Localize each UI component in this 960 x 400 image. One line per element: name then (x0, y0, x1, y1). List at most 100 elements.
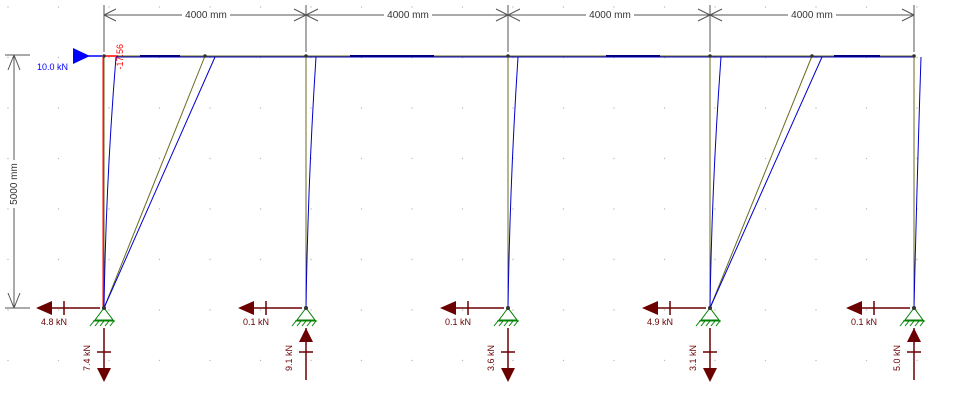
grid-dot (865, 258, 868, 261)
grid-dot (562, 157, 565, 160)
dimension-arrow (7, 54, 21, 309)
grid-dot (7, 359, 9, 362)
grid-dot (259, 107, 262, 109)
grid-dot (916, 359, 918, 362)
horizontal-reaction-arrow-icon (642, 301, 658, 315)
grid-dot (158, 107, 161, 109)
grid-dot (158, 309, 161, 311)
grid-dot (108, 6, 110, 8)
grid-dot (512, 6, 514, 8)
grid-dot (764, 359, 767, 362)
grid-dot (360, 309, 363, 311)
span-dimension-1: 4000 mm (185, 10, 227, 21)
grid-dot (714, 359, 716, 362)
grid-dot (865, 208, 868, 210)
supports: 4.8 kN7.4 kN0.1 kN9.1 kN0.1 kN3.6 kN4.9 … (36, 301, 925, 382)
grid-dot (663, 157, 666, 160)
grid-dot (714, 208, 716, 210)
grid-dot (209, 309, 211, 311)
grid-dot (714, 6, 716, 8)
vertical-reaction-label: 5.0 kN (892, 345, 902, 371)
grid-dot (764, 6, 767, 8)
member-force-label: -17.56 (115, 44, 125, 70)
support-node (912, 306, 916, 310)
grid-dot (714, 107, 716, 109)
grid-dot (461, 309, 464, 311)
support-hatch (695, 320, 701, 327)
frame-nodes (102, 54, 916, 58)
grid-dot (209, 107, 211, 109)
support-node (304, 306, 308, 310)
grid-dot (411, 208, 413, 210)
grid-dot (512, 309, 514, 311)
grid-dot (108, 56, 110, 59)
grid-dot (562, 208, 565, 210)
grid-dot (865, 6, 868, 8)
grid-dot (714, 258, 716, 261)
support-hatch (94, 320, 100, 327)
grid-dot (259, 157, 262, 160)
pin-support-icon (498, 307, 518, 321)
grid-dot (411, 309, 413, 311)
grid-dot (714, 309, 716, 311)
grid-dot (360, 258, 363, 261)
grid-dot (310, 309, 312, 311)
grid-dot (916, 309, 918, 311)
support-hatch (306, 320, 312, 327)
horizontal-reaction-arrow-icon (36, 301, 52, 315)
grid-dot (916, 157, 918, 160)
grid-dot (764, 258, 767, 261)
grid-dot (158, 359, 161, 362)
grid-dot (815, 107, 817, 109)
load-arrow-icon (73, 48, 90, 64)
grid-dot (158, 258, 161, 261)
grid-dot (259, 359, 262, 362)
support-hatch (291, 320, 297, 327)
grid-dot (865, 157, 868, 160)
grid-dot (209, 157, 211, 160)
grid-dot (209, 208, 211, 210)
support-hatch (899, 320, 905, 327)
height-dimension: 5000 mm (9, 163, 20, 205)
support-hatch (700, 320, 706, 327)
horizontal-reaction-arrow-icon (440, 301, 456, 315)
grid-dot (512, 258, 514, 261)
grid-dot (259, 6, 262, 8)
support-hatch (89, 320, 95, 327)
grid-dot (7, 107, 9, 109)
pin-support-icon (904, 307, 924, 321)
support-hatch (104, 320, 110, 327)
grid-dot (411, 359, 413, 362)
grid-dot (562, 359, 565, 362)
grid-dot (461, 258, 464, 261)
support-hatch (311, 320, 317, 327)
grid-dot (562, 309, 565, 311)
grid-dot (815, 359, 817, 362)
support-hatch (301, 320, 307, 327)
support-hatch (904, 320, 910, 327)
grid-dot (360, 359, 363, 362)
grid-dot (7, 258, 9, 261)
grid-dot (663, 107, 666, 109)
support-hatch (498, 320, 504, 327)
grid-dot (815, 309, 817, 311)
vertical-reaction-label: 3.1 kN (688, 345, 698, 371)
span-dimension-3: 4000 mm (589, 10, 631, 21)
grid-dot (57, 208, 60, 210)
support-hatch (715, 320, 721, 327)
grid-dot (613, 107, 615, 109)
grid-dot (411, 107, 413, 109)
grid-dot (663, 309, 666, 311)
grid-dot (411, 157, 413, 160)
grid-dot (360, 157, 363, 160)
vertical-reaction-arrow-icon (299, 328, 313, 342)
grid-dot (7, 309, 9, 311)
grid-dot (663, 208, 666, 210)
support-hatch (513, 320, 519, 327)
grid-dot (158, 157, 161, 160)
grid-dot (310, 258, 312, 261)
support-hatch (99, 320, 105, 327)
support-4: 4.9 kN3.1 kN (642, 301, 721, 382)
support-hatch (914, 320, 920, 327)
grid-dot (613, 359, 615, 362)
